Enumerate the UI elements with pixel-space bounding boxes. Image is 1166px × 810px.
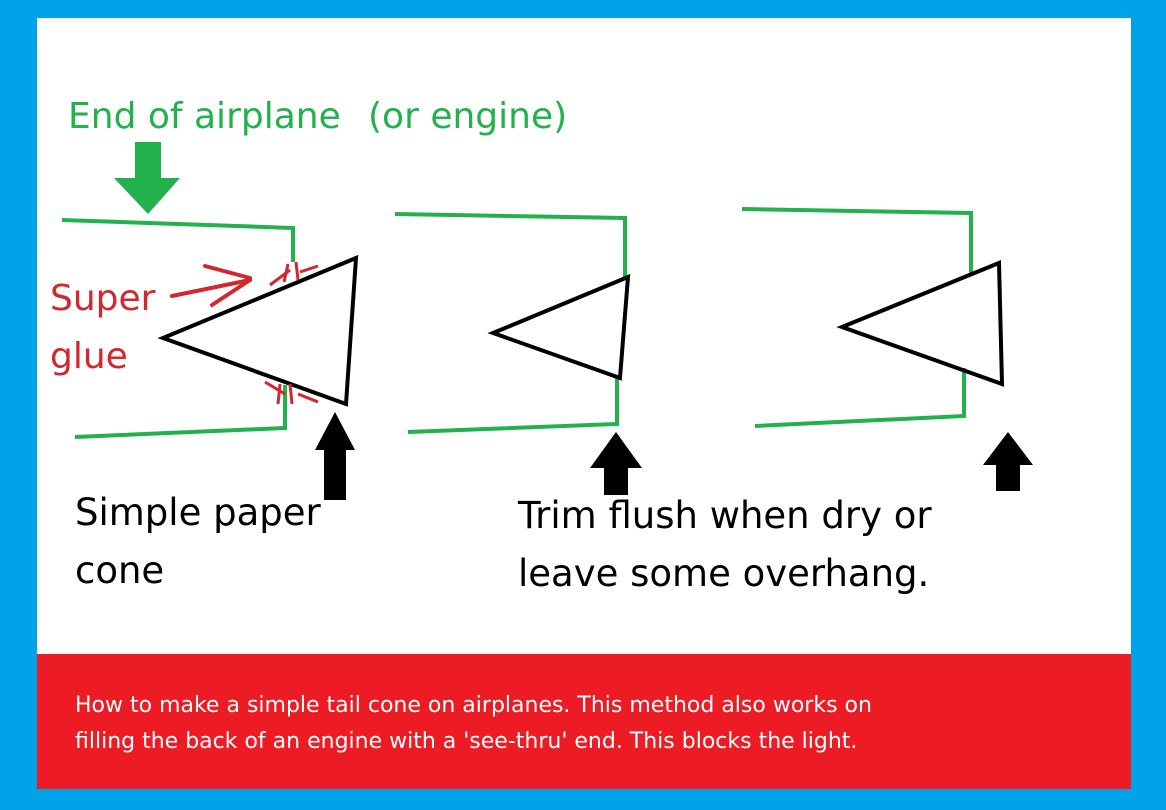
- glue-marks-top: [269, 261, 319, 287]
- fuselage-outline-3-top: [741, 207, 973, 274]
- caption-line-2: filling the back of an engine with a 'se…: [75, 729, 858, 754]
- paper-cone-3: [836, 260, 1005, 387]
- super-label: Super: [50, 278, 156, 319]
- or-engine-label: (or engine): [368, 96, 568, 137]
- glue-marks-bottom: [264, 380, 319, 405]
- black-up-arrow-2: [590, 432, 642, 495]
- glue-label: glue: [50, 336, 128, 377]
- black-up-arrow-1: [315, 412, 355, 500]
- glue-pointer-arrow: [170, 264, 252, 307]
- trim-flush-label: Trim flush when dry or: [518, 494, 932, 537]
- diagram-canvas: [37, 18, 1131, 654]
- fuselage-outline-3-bottom: [754, 368, 966, 428]
- caption-line-1: How to make a simple tail cone on airpla…: [75, 693, 872, 718]
- fuselage-outline-1-bottom: [74, 385, 287, 439]
- simple-paper-label: Simple paper: [75, 491, 321, 534]
- overhang-label: leave some overhang.: [518, 552, 930, 595]
- cone-label: cone: [75, 549, 165, 592]
- caption-box: How to make a simple tail cone on airpla…: [37, 654, 1131, 789]
- paper-cone-2: [487, 273, 631, 381]
- fuselage-outline-1-top: [61, 218, 295, 262]
- green-down-arrow: [114, 142, 180, 214]
- paper-cone-1: [157, 254, 359, 407]
- black-up-arrow-3: [983, 432, 1033, 491]
- fuselage-outline-2-bottom: [407, 378, 619, 434]
- end-of-airplane-label: End of airplane: [68, 96, 341, 137]
- fuselage-outline-2-top: [394, 212, 627, 278]
